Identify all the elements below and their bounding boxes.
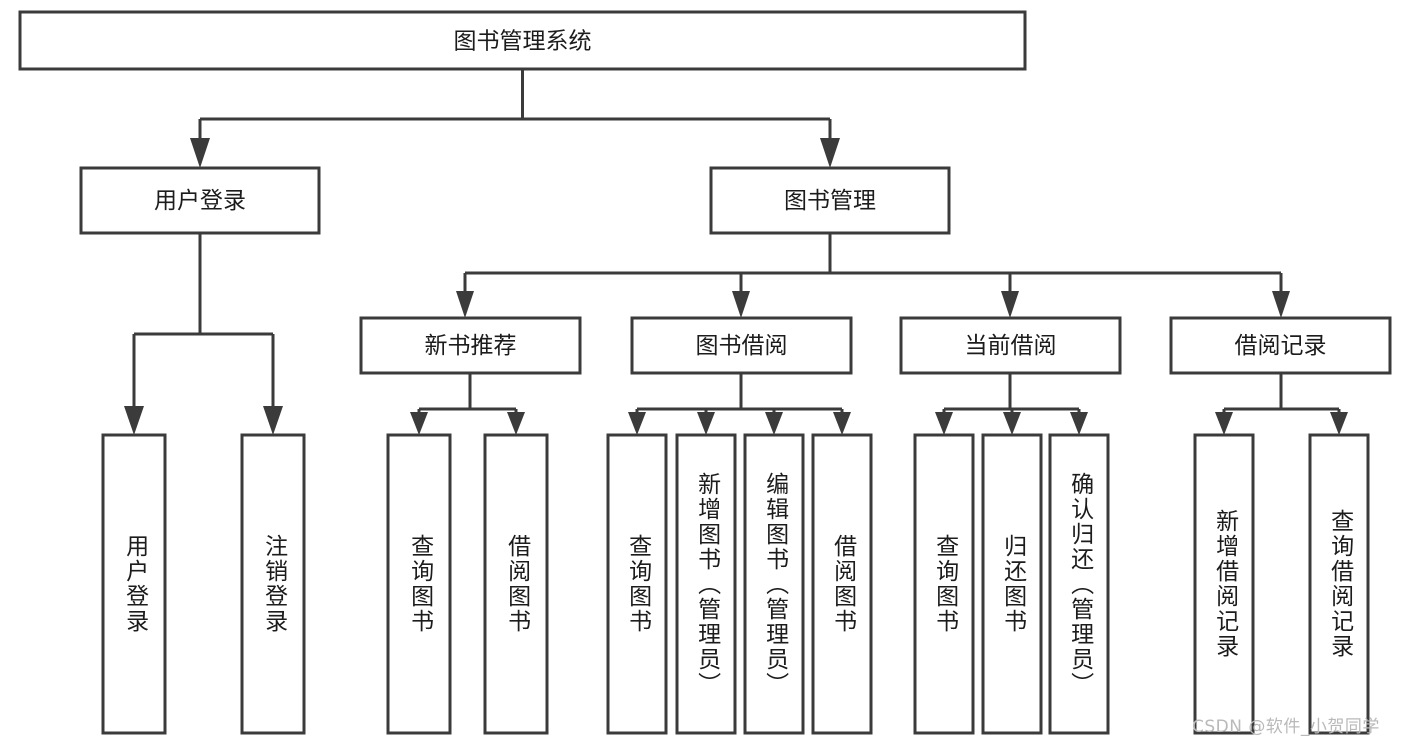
- node-root-label: 图书管理系统: [454, 29, 592, 55]
- arrow-head-leaf-add-book-admin: [697, 412, 715, 435]
- node-new-book-recommend-box[interactable]: [359, 316, 582, 375]
- connector-group-root: [190, 69, 840, 168]
- leaf-box-query-book-current[interactable]: [913, 433, 975, 735]
- node-borrow-records-label: 借阅记录: [1235, 333, 1327, 359]
- arrow-head-leaf-return-book: [1003, 412, 1021, 435]
- connector-group-borrow-records: [1215, 373, 1348, 435]
- leaf-box-confirm-return-admin[interactable]: [1048, 433, 1110, 735]
- node-current-borrow-box[interactable]: [899, 316, 1122, 375]
- leaf-box-query-book-borrow[interactable]: [606, 433, 668, 735]
- arrow-head-leaf-confirm-return-admin: [1070, 412, 1088, 435]
- node-user-login-label: 用户登录: [154, 188, 246, 214]
- arrow-head-book-borrow: [732, 291, 750, 318]
- arrow-head-new-book-recommend: [456, 291, 474, 318]
- node-root[interactable]: 图书管理系统: [18, 10, 1027, 71]
- leaf-box-borrow-book[interactable]: [811, 433, 873, 735]
- leaf-boxes-group: [101, 433, 1370, 735]
- arrow-head-book-management: [820, 138, 840, 168]
- arrow-head-leaf-logout: [263, 406, 283, 435]
- csdn-watermark: CSDN @软件_小贺同学: [1192, 717, 1380, 737]
- node-current-borrow[interactable]: 当前借阅: [899, 316, 1122, 375]
- node-book-management-label: 图书管理: [784, 188, 876, 214]
- arrow-head-leaf-user-login: [124, 406, 144, 435]
- leaf-box-add-borrow-record[interactable]: [1193, 433, 1255, 735]
- node-book-management[interactable]: 图书管理: [709, 166, 951, 235]
- node-book-borrow-label: 图书借阅: [696, 333, 788, 359]
- leaf-box-add-book-admin[interactable]: [675, 433, 737, 735]
- node-borrow-records[interactable]: 借阅记录: [1169, 316, 1392, 375]
- arrow-head-user-login: [190, 138, 210, 168]
- connector-group-user-login: [124, 233, 283, 435]
- node-new-book-recommend[interactable]: 新书推荐: [359, 316, 582, 375]
- leaf-box-borrow-book-recommend[interactable]: [483, 433, 549, 735]
- node-borrow-records-box[interactable]: [1169, 316, 1392, 375]
- node-root-box[interactable]: [18, 10, 1027, 71]
- leaf-box-edit-book-admin[interactable]: [743, 433, 805, 735]
- connector-group-book-borrow: [628, 373, 851, 435]
- node-book-management-box[interactable]: [709, 166, 951, 235]
- arrow-head-leaf-edit-book-admin: [765, 412, 783, 435]
- arrow-head-leaf-query-book-recommend: [410, 412, 428, 435]
- arrow-head-leaf-query-borrow-record: [1330, 412, 1348, 435]
- leaf-box-return-book[interactable]: [981, 433, 1043, 735]
- connector-group-current-borrow: [935, 373, 1088, 435]
- arrow-head-leaf-borrow-book: [833, 412, 851, 435]
- arrow-head-leaf-borrow-book-recommend: [507, 412, 525, 435]
- leaf-box-logout[interactable]: [240, 433, 306, 735]
- node-user-login-box[interactable]: [79, 166, 321, 235]
- node-book-borrow[interactable]: 图书借阅: [630, 316, 853, 375]
- connector-group-new-book-recommend: [410, 373, 525, 435]
- node-new-book-recommend-label: 新书推荐: [425, 333, 517, 359]
- arrow-head-current-borrow: [1001, 291, 1019, 318]
- leaf-box-user-login[interactable]: [101, 433, 167, 735]
- node-current-borrow-label: 当前借阅: [965, 333, 1057, 359]
- arrow-head-leaf-add-borrow-record: [1215, 412, 1233, 435]
- arrow-head-leaf-query-book-borrow: [628, 412, 646, 435]
- connector-group-book-management: [456, 233, 1290, 318]
- arrow-head-borrow-records: [1272, 291, 1290, 318]
- node-book-borrow-box[interactable]: [630, 316, 853, 375]
- arrow-head-leaf-query-book-current: [935, 412, 953, 435]
- node-user-login[interactable]: 用户登录: [79, 166, 321, 235]
- leaf-box-query-borrow-record[interactable]: [1308, 433, 1370, 735]
- leaf-box-query-book-recommend[interactable]: [386, 433, 452, 735]
